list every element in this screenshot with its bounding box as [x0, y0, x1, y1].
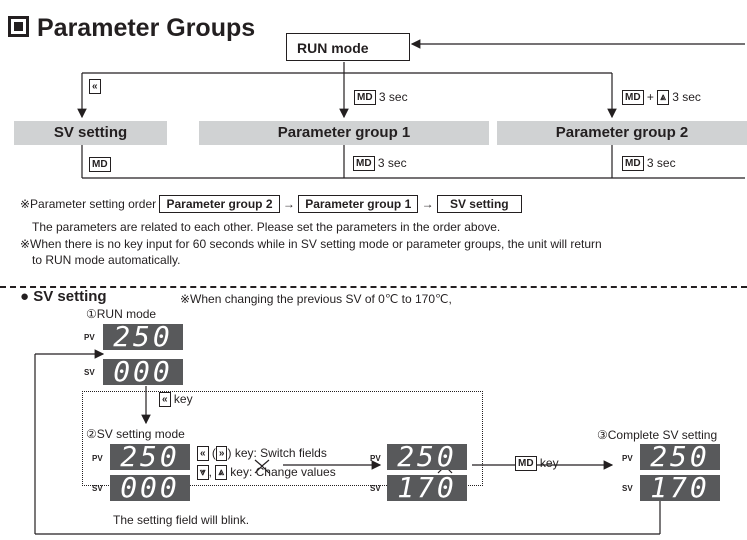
display-4-sv: 170	[640, 474, 720, 502]
up-key-icon: ⩓	[215, 465, 227, 481]
page-title: Parameter Groups	[8, 14, 255, 43]
sv-label: SV	[622, 484, 633, 493]
display-3-sv: 170	[387, 474, 467, 502]
order-item-sv: SV setting	[436, 195, 522, 213]
md-3sec-label: MD 3 sec	[354, 90, 408, 106]
blink-note: The setting field will blink.	[113, 513, 250, 527]
sv-label: SV	[92, 484, 103, 493]
shift-key-icon: «	[197, 446, 209, 462]
order-note: ※Parameter setting order Parameter group…	[20, 195, 522, 213]
parameter-group-2-box: Parameter group 2	[497, 121, 747, 145]
display-2-sv: 000	[110, 474, 190, 502]
step-1-label: ①RUN mode	[86, 307, 157, 321]
md-key-icon: MD	[622, 156, 644, 172]
sv-setting-mode-box	[82, 391, 483, 486]
shift-key-label: «	[89, 79, 101, 95]
group-flow-lines	[77, 39, 745, 179]
order-item-pg2: Parameter group 2	[159, 195, 280, 213]
md-key-icon: MD	[89, 157, 111, 173]
up-key-icon: ⩓	[657, 90, 669, 106]
note-line-4: to RUN mode automatically.	[32, 253, 181, 267]
pg1-md-label: MD 3 sec	[353, 156, 407, 172]
pv-label: PV	[370, 454, 381, 463]
shift-key-icon: «	[89, 79, 101, 95]
md-up-3sec-label: MD + ⩓ 3 sec	[622, 90, 701, 106]
md-key-icon: MD	[354, 90, 376, 106]
switch-fields-label: « (») key: Switch fields	[197, 446, 327, 462]
sv-section-note: ※When changing the previous SV of 0℃ to …	[180, 292, 452, 306]
md-key-icon: MD	[622, 90, 644, 106]
display-1-pv: 250	[103, 323, 183, 351]
sv-section-heading: ● SV setting	[20, 288, 107, 305]
run-mode-box: RUN mode	[286, 33, 410, 61]
shift-key-step: « key	[159, 392, 193, 408]
note-line-2: The parameters are related to each other…	[32, 220, 501, 234]
step-3-label: ③Complete SV setting	[597, 428, 718, 442]
change-values-label: ⩔, ⩓ key: Change values	[197, 465, 336, 481]
md-key-icon: MD	[353, 156, 375, 172]
section-divider	[0, 286, 747, 288]
pv-label: PV	[84, 333, 95, 342]
pv-label: PV	[622, 454, 633, 463]
display-2-pv: 250	[110, 443, 190, 471]
sv-setting-box: SV setting	[14, 121, 167, 145]
square-bullet-icon	[8, 16, 29, 37]
parameter-group-1-box: Parameter group 1	[199, 121, 489, 145]
pg2-md-label: MD 3 sec	[622, 156, 676, 172]
note-line-3: ※When there is no key input for 60 secon…	[20, 237, 602, 251]
md-key-step: MD key	[515, 456, 559, 472]
shift-key-icon: «	[159, 392, 171, 408]
md-key-icon: MD	[515, 456, 537, 472]
sv-label: SV	[84, 368, 95, 377]
down-key-icon: ⩔	[197, 465, 209, 481]
step-2-label: ②SV setting mode	[86, 427, 185, 441]
display-1-sv: 000	[103, 358, 183, 386]
pv-label: PV	[92, 454, 103, 463]
sv-label: SV	[370, 484, 381, 493]
right-key-icon: »	[215, 446, 228, 462]
sv-md-label: MD	[89, 157, 111, 173]
order-item-pg1: Parameter group 1	[298, 195, 419, 213]
display-3-pv: 250	[387, 443, 467, 471]
display-4-pv: 250	[640, 443, 720, 471]
